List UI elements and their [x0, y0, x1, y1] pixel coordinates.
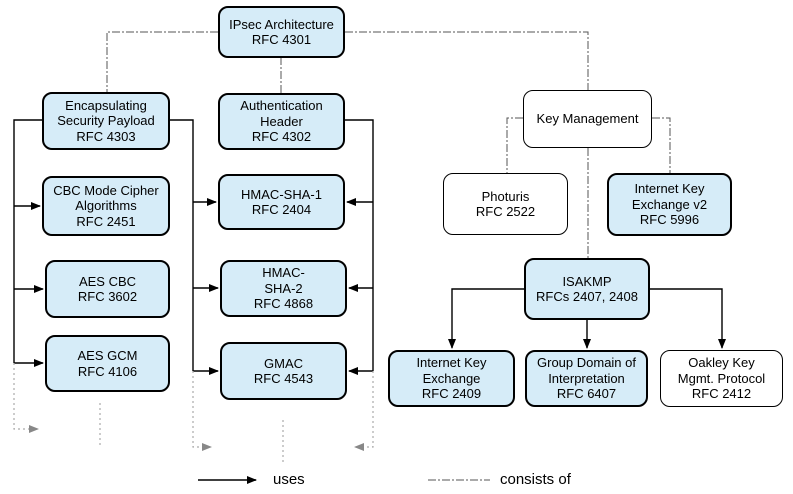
edge-isakmp-oakley	[650, 288, 726, 349]
continuation-middle-right	[354, 371, 374, 451]
node-oakley-key-mgmt-protocol: Oakley Key Mgmt. Protocol RFC 2412	[660, 350, 783, 407]
node-aes-gcm: AES GCM RFC 4106	[45, 335, 170, 392]
legend-consists-of-label: consists of	[500, 471, 571, 488]
node-cbc-mode-cipher-algorithms: CBC Mode Cipher Algorithms RFC 2451	[42, 176, 170, 236]
trunk-esp-left	[13, 119, 42, 363]
node-gmac: GMAC RFC 4543	[220, 342, 347, 400]
node-authentication-header: Authentication Header RFC 4302	[218, 93, 345, 150]
continuation-left-column	[13, 363, 39, 433]
node-internet-key-exchange: Internet Key Exchange RFC 2409	[388, 350, 515, 407]
node-label-line: AES CBC	[78, 273, 137, 289]
node-label-line: AES GCM	[77, 348, 138, 363]
node-label-line: RFC 2409	[421, 386, 482, 402]
node-label-line: Header	[260, 113, 303, 129]
node-label-line: HMAC-SHA-1	[241, 186, 322, 202]
node-key-management: Key Management	[523, 90, 652, 148]
node-hmac-sha-1: HMAC-SHA-1 RFC 2404	[218, 174, 345, 230]
node-label-line: RFC 4301	[251, 32, 312, 47]
node-label-line: RFC 4303	[76, 128, 136, 144]
node-label-line: Exchange	[422, 370, 481, 386]
node-label-line: RFC 5996	[639, 212, 700, 228]
node-aes-cbc: AES CBC RFC 3602	[45, 260, 170, 318]
node-label-line: RFC 2451	[76, 213, 136, 229]
node-ipsec-architecture: IPsec Architecture RFC 4301	[218, 6, 345, 58]
node-label-line: Internet Key	[634, 181, 705, 197]
node-label-line: Interpretation	[548, 370, 625, 386]
uses-edges	[13, 119, 726, 375]
node-label-line: GMAC	[264, 355, 303, 371]
continuation-edges	[13, 363, 374, 465]
trunk-esp-right	[170, 119, 194, 371]
node-label-line: Algorithms	[75, 198, 137, 214]
edge-isakmp-ike	[448, 288, 524, 349]
node-hmac-sha-2: HMAC- SHA-2 RFC 4868	[220, 260, 347, 317]
node-encapsulating-security-payload: Encapsulating Security Payload RFC 4303	[42, 92, 170, 150]
consists-of-edges	[106, 31, 671, 258]
node-label-line: RFC 2522	[475, 204, 536, 219]
edge-ipsec-esp	[106, 31, 218, 92]
node-label-line: ISAKMP	[562, 273, 612, 289]
node-label-line: RFC 6407	[556, 386, 617, 402]
node-label-line: Encapsulating	[65, 97, 147, 113]
node-label-line: RFCs 2407, 2408	[536, 289, 638, 304]
node-internet-key-exchange-v2: Internet Key Exchange v2 RFC 5996	[607, 173, 732, 236]
node-label-line: HMAC-	[262, 265, 305, 281]
node-label-line: Oakley Key	[688, 355, 755, 371]
edge-ipsec-keymgmt	[345, 31, 589, 90]
node-label-line: RFC 2412	[691, 386, 752, 402]
node-photuris: Photuris RFC 2522	[443, 173, 568, 235]
node-label-line: RFC 3602	[77, 289, 138, 304]
node-label-line: RFC 4543	[253, 371, 314, 386]
node-label-line: Mgmt. Protocol	[677, 370, 766, 386]
node-isakmp: ISAKMP RFCs 2407, 2408	[524, 258, 650, 320]
node-label-line: RFC 4106	[77, 363, 138, 379]
edge-keymgmt-ikev2	[652, 117, 671, 173]
node-label-line: Exchange v2	[631, 196, 708, 212]
node-label-line: SHA-2	[264, 280, 303, 296]
node-label-line: Group Domain of	[537, 355, 636, 371]
legend-uses-label: uses	[273, 471, 305, 488]
node-label-line: Security Payload	[57, 113, 155, 129]
node-label-line: Internet Key	[416, 355, 487, 371]
node-label-line: RFC 2404	[251, 202, 312, 217]
edge-keymgmt-photuris	[506, 117, 523, 173]
node-label-line: Photuris	[481, 188, 530, 204]
node-label-line: RFC 4302	[251, 129, 312, 145]
trunk-ah-right	[345, 119, 374, 371]
node-label-line: RFC 4868	[253, 296, 314, 312]
node-label-line: CBC Mode Cipher	[53, 182, 159, 198]
node-label-line: Authentication	[240, 98, 323, 114]
continuation-middle-left	[192, 371, 212, 451]
node-label-line: IPsec Architecture	[229, 16, 334, 32]
node-group-domain-of-interpretation: Group Domain of Interpretation RFC 6407	[525, 350, 648, 407]
node-label-line: Key Management	[536, 111, 639, 127]
